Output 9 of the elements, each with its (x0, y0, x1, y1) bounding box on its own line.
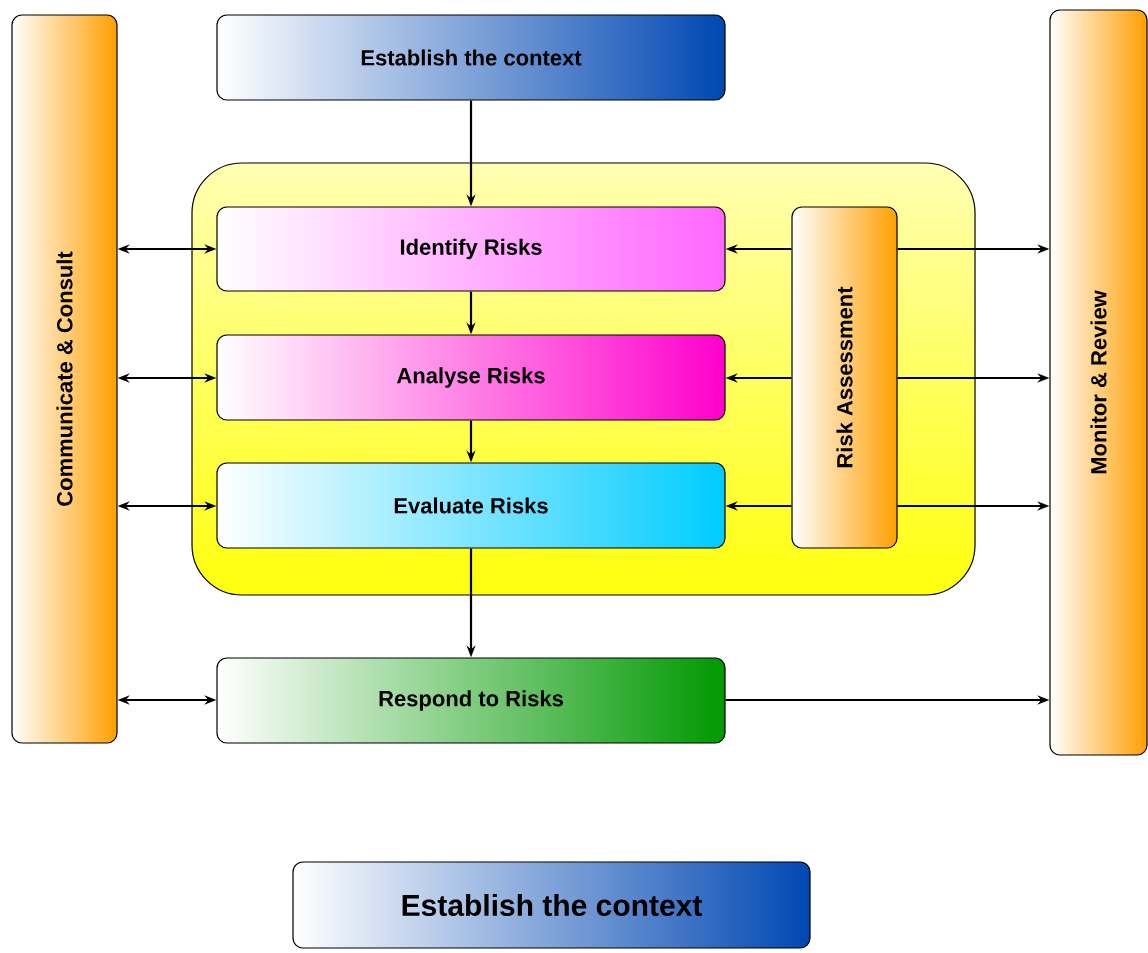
process-box: Analyse Risks (216, 334, 726, 421)
process-box: Risk Assessment (791, 206, 898, 549)
process-box: Identify Risks (216, 206, 726, 292)
side-bar: Monitor & Review (1049, 9, 1148, 756)
process-box: Respond to Risks (216, 657, 726, 744)
title-box: Establish the context (292, 861, 811, 949)
process-box: Evaluate Risks (216, 462, 726, 549)
process-box: Establish the context (216, 14, 726, 101)
side-bar: Communicate & Consult (11, 14, 118, 744)
